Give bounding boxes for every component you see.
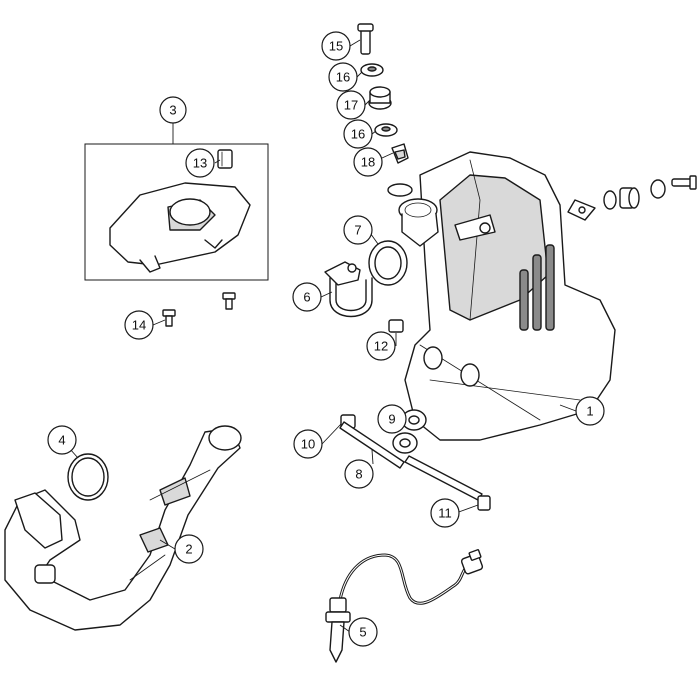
svg-text:15: 15 [329,39,343,54]
svg-text:4: 4 [58,433,65,448]
callout-11: 11 [430,498,460,528]
part-screw-15 [357,23,374,55]
svg-text:14: 14 [132,318,146,333]
svg-text:5: 5 [359,625,366,640]
svg-text:2: 2 [185,542,192,557]
callout-2: 2 [174,534,204,564]
svg-text:7: 7 [354,223,361,238]
svg-text:16: 16 [351,127,365,142]
svg-text:6: 6 [303,290,310,305]
part-bracket-plate [567,199,596,221]
part-screw-14b [222,292,236,310]
svg-text:3: 3 [169,103,176,118]
part-heat-shield [109,182,251,273]
part-clip-13 [217,149,233,169]
svg-text:9: 9 [388,412,395,427]
svg-text:18: 18 [361,155,375,170]
part-clamp-6 [324,261,373,318]
callout-12: 12 [366,331,396,361]
callout-16b: 16 [343,119,373,149]
part-bolt-11 [404,455,491,511]
callout-13: 13 [185,148,215,178]
part-gasket-ring [387,183,413,197]
part-grommet-9b [392,432,418,454]
part-gasket-4 [67,453,109,501]
callout-4: 4 [47,425,77,455]
part-grommet-17 [368,86,392,110]
part-clip-18 [391,143,409,164]
part-lambda-sensor [325,549,484,663]
part-silencer [398,151,616,441]
svg-text:13: 13 [193,156,207,171]
callout-8: 8 [344,459,374,489]
part-grommet-9a [401,409,427,431]
part-screw-14a [162,309,176,327]
callout-9: 9 [377,404,407,434]
callout-1: 1 [575,396,605,426]
heat-shield-group-box [84,143,269,281]
callout-16a: 16 [328,62,358,92]
callout-3: 3 [159,96,187,124]
part-header-pipe [4,425,242,631]
callout-10: 10 [293,429,323,459]
callout-6: 6 [292,282,322,312]
svg-text:16: 16 [336,70,350,85]
callout-15: 15 [321,31,351,61]
svg-text:11: 11 [438,506,452,521]
part-nut-12 [388,319,404,333]
svg-text:1: 1 [586,404,593,419]
part-washer-16b [374,123,398,137]
svg-text:17: 17 [344,98,358,113]
part-spacer-8 [339,421,405,469]
svg-text:8: 8 [355,467,362,482]
part-grommet-right [603,179,666,210]
callout-5: 5 [348,617,378,647]
part-washer-16a [360,63,384,77]
callout-17: 17 [336,90,366,120]
callout-14: 14 [124,310,154,340]
part-bolt-right [671,175,697,190]
svg-text:10: 10 [301,437,315,452]
callout-18: 18 [353,147,383,177]
callout-7: 7 [343,215,373,245]
part-sleeve-7 [368,240,408,286]
svg-text:12: 12 [374,339,388,354]
